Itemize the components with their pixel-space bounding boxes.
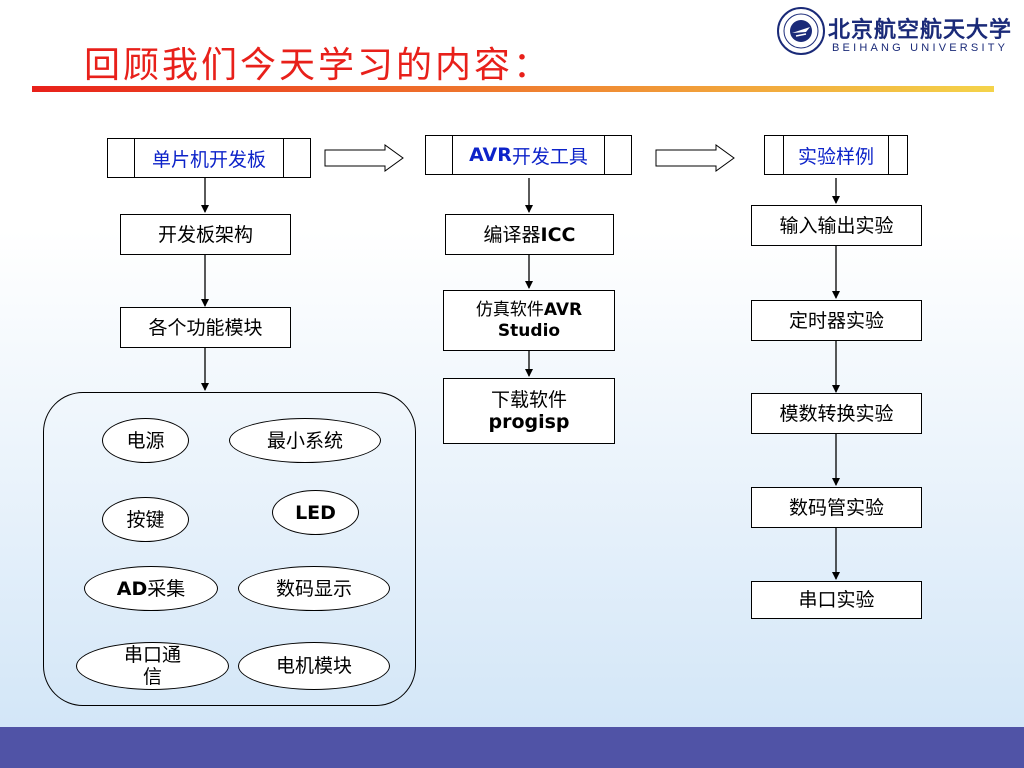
module-serial-line1: 串口通 [123, 644, 181, 666]
university-name-cn: 北京航空航天大学 [828, 17, 1013, 43]
module-serial: 串口通 信 [76, 642, 229, 690]
module-ad-rest: 采集 [147, 577, 186, 600]
node-seven-seg-experiment: 数码管实验 [751, 487, 922, 528]
title-underline [32, 86, 994, 92]
module-keys: 按键 [102, 497, 189, 542]
header-experiments-label: 实验样例 [783, 136, 889, 174]
header-avr-bold: AVR [469, 144, 512, 166]
node-icc-prefix: 编译器 [483, 223, 541, 246]
module-power: 电源 [102, 418, 189, 463]
university-name-en: BEIHANG UNIVERSITY [832, 42, 1009, 54]
module-group [43, 392, 416, 706]
footer-bar [0, 727, 1024, 768]
block-arrow-2 [655, 144, 735, 172]
node-io-experiment: 输入输出实验 [751, 205, 922, 246]
module-motor: 电机模块 [238, 642, 390, 690]
node-function-modules: 各个功能模块 [120, 307, 291, 348]
header-avr-rest: 开发工具 [511, 145, 588, 168]
node-dl-line1: 下载软件 [490, 389, 567, 411]
node-timer-experiment: 定时器实验 [751, 300, 922, 341]
node-download-progisp: 下载软件 progisp [443, 378, 615, 444]
module-ad-bold: AD [116, 577, 148, 600]
block-arrow-1 [324, 144, 404, 172]
module-min-system: 最小系统 [229, 418, 381, 463]
node-icc-bold: ICC [540, 223, 576, 246]
node-adc-experiment: 模数转换实验 [751, 393, 922, 434]
header-dev-board: 单片机开发板 [107, 138, 311, 178]
node-sim-studio: Studio [497, 320, 561, 341]
header-dev-board-label: 单片机开发板 [134, 139, 284, 177]
university-seal-icon [777, 7, 825, 55]
node-sim-avr: AVR [543, 299, 583, 320]
node-serial-experiment: 串口实验 [751, 581, 922, 619]
module-digit-display: 数码显示 [238, 566, 390, 611]
module-serial-line2: 信 [142, 666, 162, 688]
node-board-architecture: 开发板架构 [120, 214, 291, 255]
module-led: LED [272, 490, 359, 535]
slide-title: 回顾我们今天学习的内容： [84, 45, 553, 86]
header-experiments: 实验样例 [764, 135, 908, 175]
node-dl-bold: progisp [488, 411, 570, 433]
university-logo: 北京航空航天大学 BEIHANG UNIVERSITY [776, 6, 1016, 60]
node-sim-prefix: 仿真软件 [475, 299, 544, 320]
node-sim-avr-studio: 仿真软件AVR Studio [443, 290, 615, 351]
